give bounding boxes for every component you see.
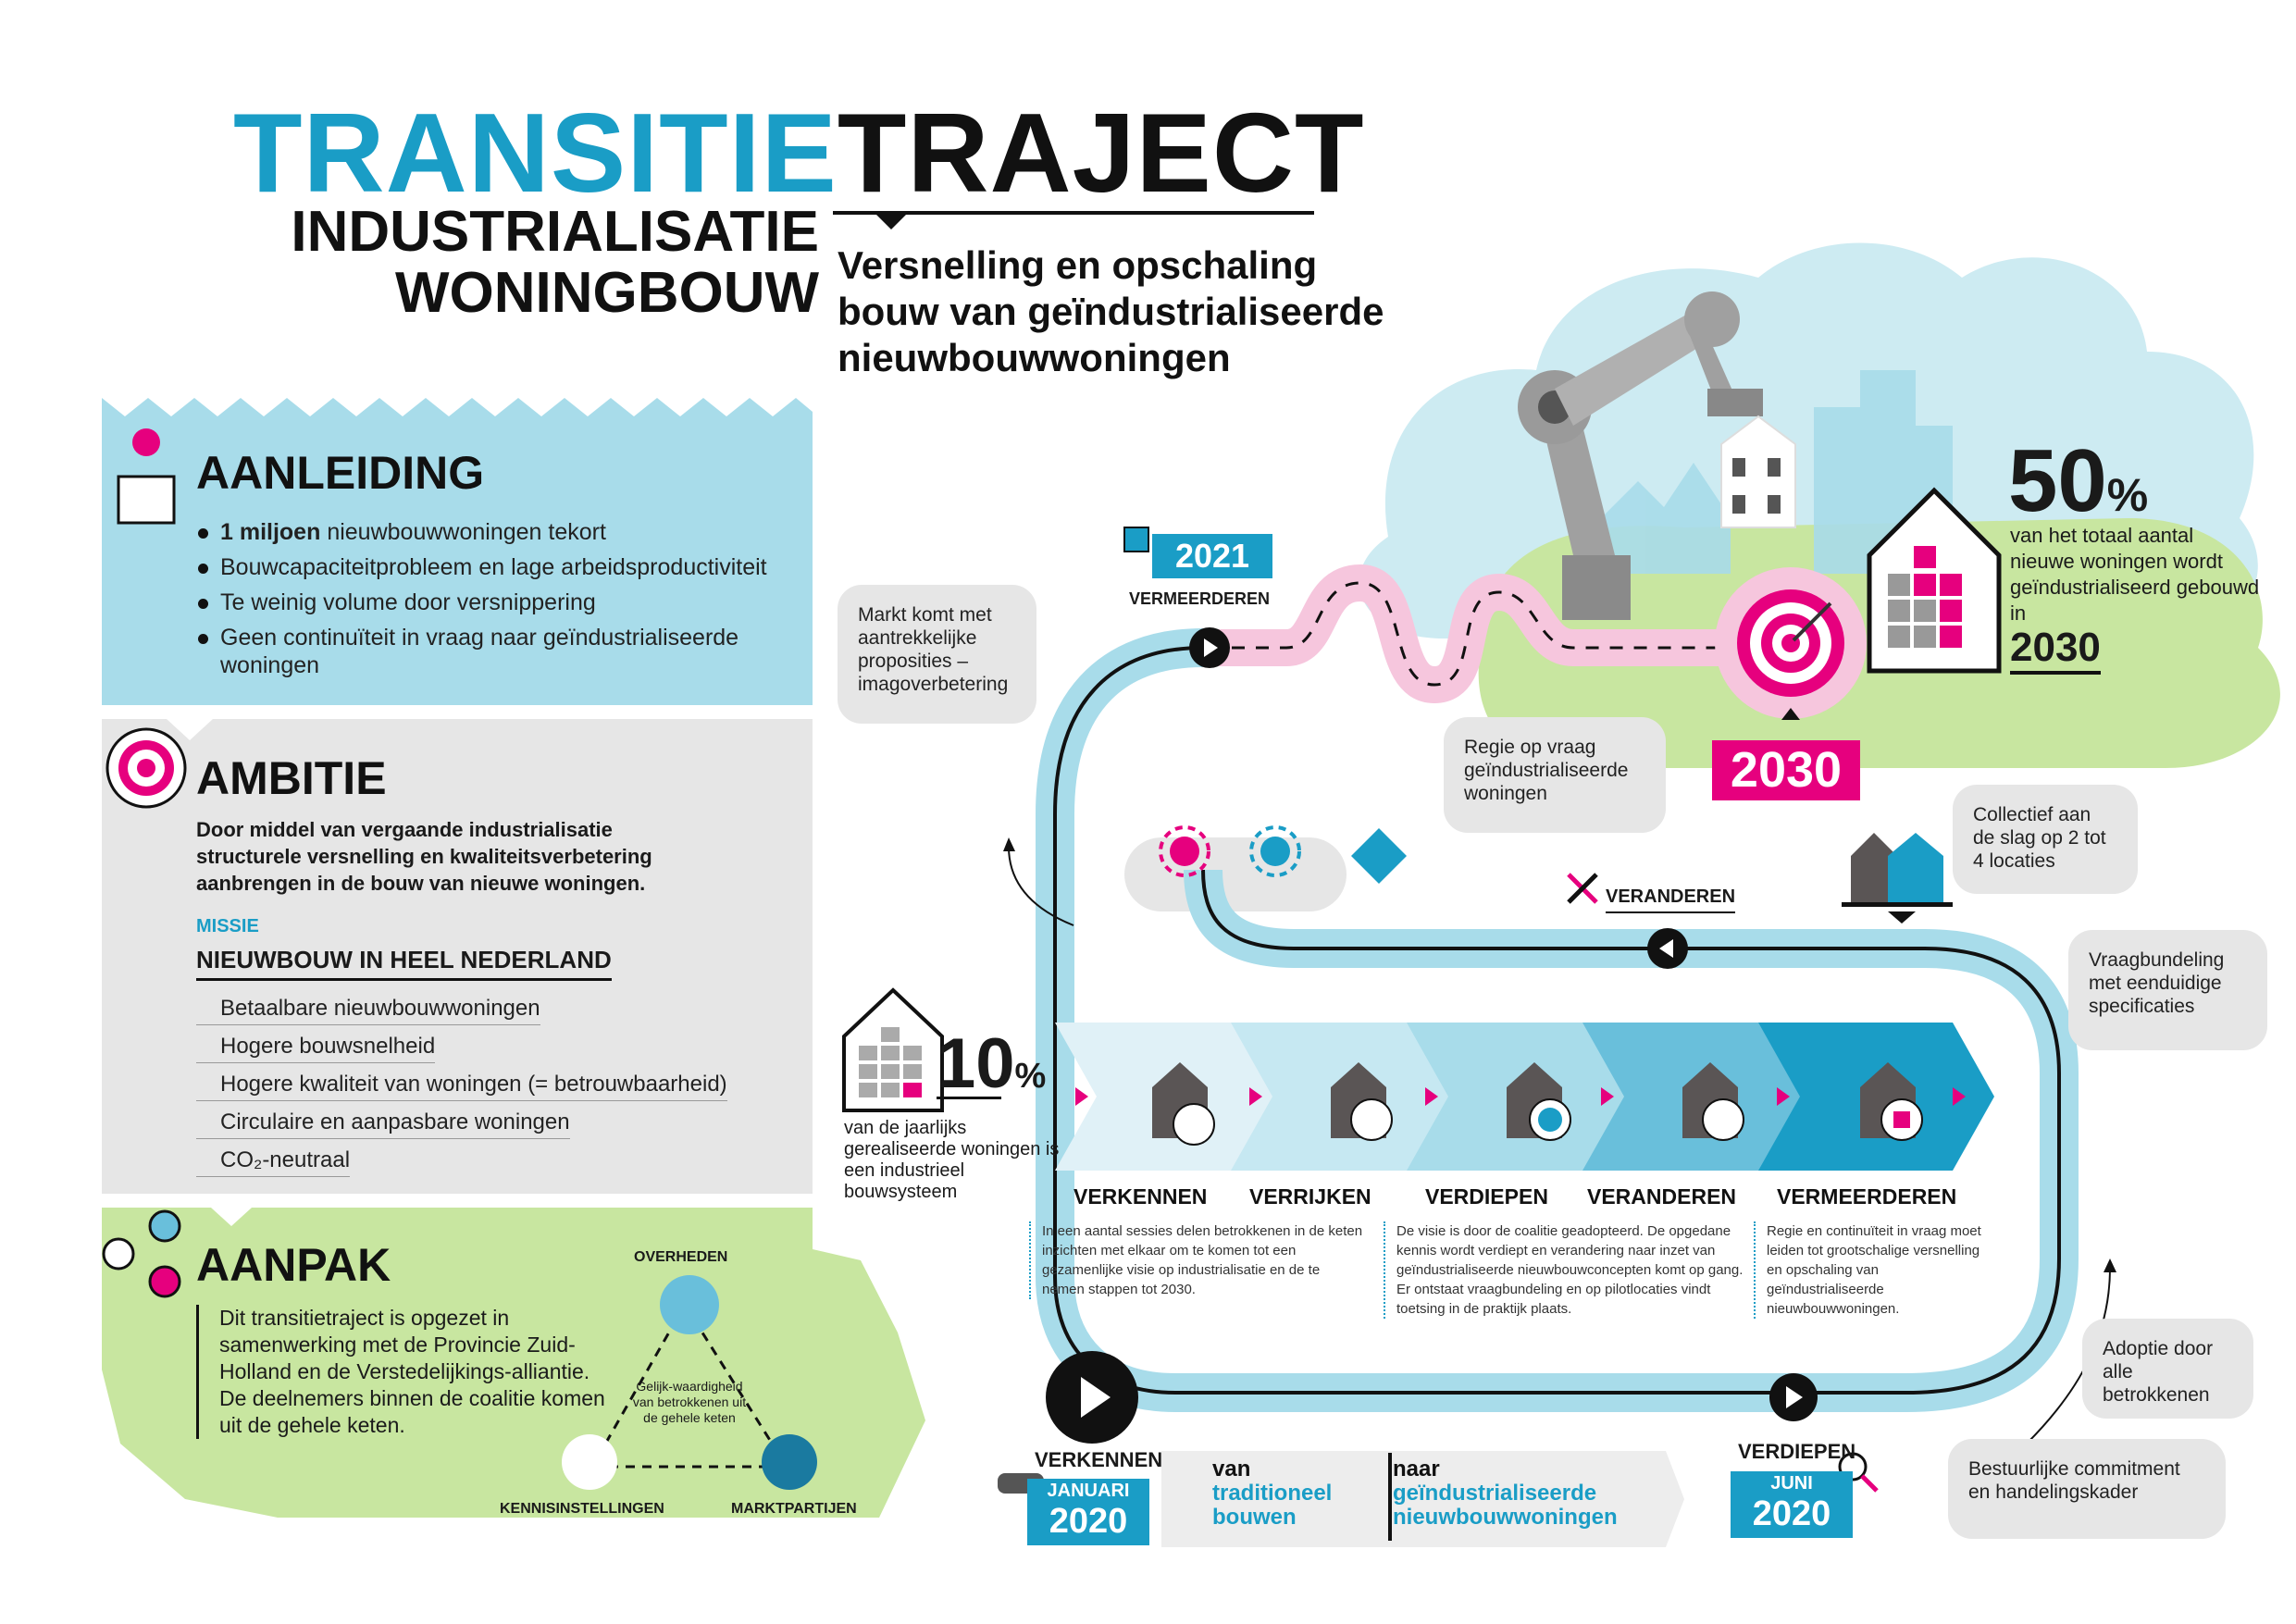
house-10 — [842, 987, 944, 1112]
cube-icon-2021 — [1123, 527, 1149, 552]
list-item: Hogere bouwsnelheid — [196, 1033, 436, 1063]
curved-arrow-left — [1008, 846, 1074, 926]
missie-label: MISSIE — [196, 916, 259, 936]
stat50-number: 50% — [2008, 431, 2149, 530]
phase-label-veranderen: VERANDEREN — [1587, 1184, 1737, 1209]
title-part1: TRANSITIE — [233, 90, 838, 216]
tagline-line3: nieuwbouwwoningen — [838, 336, 1231, 379]
tagline-line2: bouw van geïndustrialiseerde — [838, 290, 1384, 333]
list-item: Geen continuïteit in vraag naar geïndust… — [196, 624, 788, 679]
triangle-left-label: KENNISINSTELLINGEN — [500, 1501, 664, 1517]
stat10-underline — [937, 1097, 1001, 1099]
tagline-line1: Versnelling en opschaling — [838, 243, 1318, 287]
triangle-center-text: Gelijk-waardigheid van betrokkenen uit d… — [632, 1379, 747, 1425]
aanpak-panel — [102, 1208, 925, 1518]
list-item: 1 miljoen nieuwbouwwoningen tekort — [196, 518, 788, 546]
phase-label-vermeerderen: VERMEERDEREN — [1777, 1184, 1957, 1209]
stat50-text: van het totaal aantal nieuwe woningen wo… — [2010, 524, 2260, 625]
bubble-regie: Regie op vraag geïndustrialiseerde wonin… — [1444, 717, 1666, 833]
aanleiding-panel — [102, 398, 813, 705]
veranderen-label: VERANDEREN — [1606, 886, 1736, 913]
triangle-right-label: MARKTPARTIJEN — [731, 1501, 857, 1517]
circular-icons — [1159, 825, 1407, 884]
ambitie-text: Door middel van vergaande industrialisat… — [196, 818, 652, 895]
mid-phase-label: VERDIEPEN — [1738, 1440, 1856, 1463]
triangle-top-label: OVERHEDEN — [634, 1249, 728, 1265]
from-to-divider — [1388, 1453, 1392, 1541]
play-markers — [1046, 627, 1818, 1444]
phase-text-1: In een aantal sessies delen betrokkenen … — [1029, 1221, 1366, 1299]
target-2030 — [1715, 567, 1867, 719]
bubble-bestuur: Bestuurlijke commitment en handelingskad… — [1948, 1439, 2226, 1539]
to-text: naar geïndustrialiseerde nieuwbouwwoning… — [1393, 1457, 1618, 1530]
start-date-badge: JANUARI 2020 — [1027, 1479, 1149, 1545]
phase-house-badges — [1173, 1098, 1923, 1146]
list-item: Circulaire en aanpasbare woningen — [196, 1109, 570, 1139]
list-item: Bouwcapaciteitprobleem en lage arbeidspr… — [196, 553, 788, 581]
year-2030-badge: 2030 — [1712, 740, 1860, 800]
list-item: Hogere kwaliteit van woningen (= betrouw… — [196, 1071, 727, 1101]
subtitle-line1: INDUSTRIALISATIE — [291, 200, 819, 264]
robot-arm — [1518, 291, 1763, 620]
main-title: TRANSITIETRAJECT — [233, 88, 1365, 217]
year-2021-label: VERMEERDEREN — [1129, 589, 1271, 608]
white-house — [1720, 415, 1796, 528]
aanpak-heading: AANPAK — [196, 1239, 391, 1291]
people-icons — [102, 1209, 181, 1298]
bubble-markt: Markt komt met aantrekkelijke propositie… — [838, 585, 1036, 724]
title-underline-notch — [875, 213, 908, 229]
bubble-adoptie: Adoptie door alle betrokkenen — [2082, 1319, 2253, 1419]
tools-icon — [1567, 873, 1598, 904]
list-item: CO₂-neutraal — [196, 1147, 351, 1177]
aanpak-text: Dit transitietraject is opgezet in samen… — [196, 1305, 608, 1439]
tagline: Versnelling en opschaling bouw van geïnd… — [838, 242, 1448, 381]
start-phase-label: VERKENNEN — [1035, 1448, 1163, 1471]
aanleiding-list: 1 miljoen nieuwbouwwoningen tekort Bouwc… — [196, 518, 788, 687]
stat10-number: 10% — [937, 1024, 1047, 1103]
title-part2: TRAJECT — [837, 90, 1365, 216]
missie-title: NIEUWBOUW IN HEEL NEDERLAND — [196, 946, 612, 981]
mid-date-badge: JUNI 2020 — [1731, 1471, 1853, 1538]
house-50 — [1867, 487, 2002, 674]
bubble-vraag: Vraagbundeling met eenduidige specificat… — [2068, 930, 2267, 1050]
phase-label-verrijken: VERRIJKEN — [1249, 1184, 1371, 1209]
collectief-houses — [1842, 833, 1953, 924]
aanpak-triangle — [562, 1275, 817, 1490]
phase-label-verkennen: VERKENNEN — [1074, 1184, 1208, 1209]
title-underline — [833, 211, 1314, 215]
list-item: Betaalbare nieuwbouwwoningen — [196, 995, 540, 1025]
stat50-year: 2030 — [2010, 625, 2101, 675]
subtitle: INDUSTRIALISATIE WONINGBOUW — [278, 202, 819, 324]
list-item: Te weinig volume door versnippering — [196, 589, 788, 616]
bubble-collectief: Collectief aan de slag op 2 tot 4 locati… — [1953, 785, 2138, 894]
year-2021-badge: 2021 — [1152, 534, 1272, 578]
stat10-text: van de jaarlijks gerealiseerde woningen … — [844, 1118, 1060, 1202]
lightbulb-box-icon — [117, 428, 176, 525]
phase-text-2: De visie is door de coalitie geadopteerd… — [1384, 1221, 1748, 1319]
from-to-arrow — [1161, 1451, 1684, 1547]
ambitie-heading: AMBITIE — [196, 752, 387, 804]
phase-label-verdiepen: VERDIEPEN — [1425, 1184, 1548, 1209]
subtitle-line2: WONINGBOUW — [394, 261, 819, 325]
missie-list: Betaalbare nieuwbouwwoningen Hogere bouw… — [196, 995, 788, 1184]
ambitie-panel — [102, 719, 813, 1194]
from-text: van traditioneel bouwen — [1212, 1457, 1333, 1530]
aanleiding-heading: AANLEIDING — [196, 447, 485, 499]
pink-arrows — [1075, 1087, 1966, 1106]
ambitie-target-icon — [105, 727, 187, 809]
phase-text-3: Regie en continuïteit in vraag moet leid… — [1754, 1221, 1989, 1319]
